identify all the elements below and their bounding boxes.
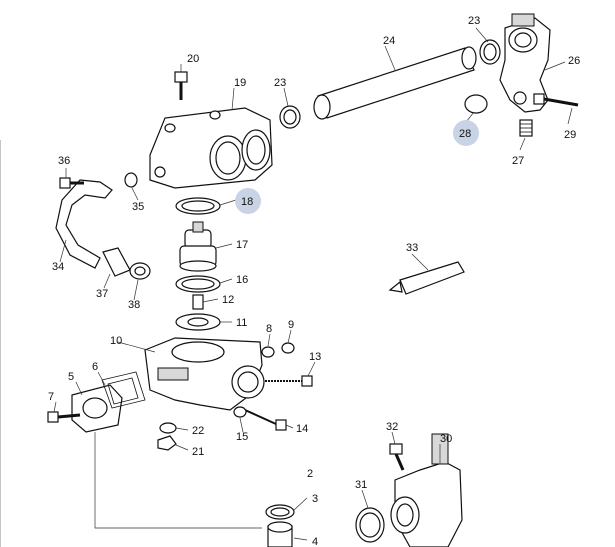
label-34[interactable]: 34 <box>52 261 64 273</box>
label-30[interactable]: 30 <box>440 433 452 445</box>
bolt-36 <box>59 177 84 189</box>
label-8[interactable]: 8 <box>266 323 272 335</box>
valve-12 <box>192 294 204 310</box>
label-31[interactable]: 31 <box>355 479 367 491</box>
label-4[interactable]: 4 <box>312 536 318 547</box>
nut-21 <box>157 435 177 451</box>
label-12[interactable]: 12 <box>222 294 234 306</box>
leader-lines <box>53 27 573 541</box>
hose-34 <box>55 179 113 269</box>
oring-28 <box>464 94 488 114</box>
label-14[interactable]: 14 <box>296 423 308 435</box>
label-19[interactable]: 19 <box>234 77 246 89</box>
label-28[interactable]: 28 <box>459 128 471 140</box>
oring-3 <box>265 504 295 520</box>
label-13[interactable]: 13 <box>309 351 321 363</box>
nut-9 <box>281 342 295 354</box>
highlight-28[interactable] <box>453 120 479 146</box>
oring-31 <box>355 507 385 543</box>
label-17[interactable]: 17 <box>236 239 248 251</box>
sealant-tube-33 <box>388 261 465 295</box>
bolt-29 <box>533 93 579 107</box>
bolt-14 <box>244 409 287 431</box>
label-29[interactable]: 29 <box>564 129 576 141</box>
label-36[interactable]: 36 <box>58 155 70 167</box>
highlight-18[interactable] <box>235 188 261 214</box>
washer-22 <box>159 422 177 434</box>
oring-23-mid <box>279 105 301 129</box>
label-23b[interactable]: 23 <box>468 15 480 27</box>
label-6[interactable]: 6 <box>92 361 98 373</box>
label-5[interactable]: 5 <box>68 371 74 383</box>
clip-35 <box>124 172 138 188</box>
pipe-24 <box>313 46 477 120</box>
label-33[interactable]: 33 <box>406 242 418 254</box>
label-24[interactable]: 24 <box>383 35 395 47</box>
label-18[interactable]: 18 <box>241 196 253 208</box>
label-16[interactable]: 16 <box>236 274 248 286</box>
label-35[interactable]: 35 <box>132 201 144 213</box>
thermostat-17 <box>179 221 217 272</box>
label-11[interactable]: 11 <box>236 317 247 329</box>
washer-15 <box>233 406 247 418</box>
bolt-20 <box>174 71 188 100</box>
clamp-38 <box>129 262 151 280</box>
lower-housing-10 <box>144 337 265 411</box>
thermostat-housing-19 <box>149 107 273 189</box>
bolt-32 <box>389 443 405 471</box>
label-27[interactable]: 27 <box>512 155 524 167</box>
pipe-4 <box>267 521 293 547</box>
plug-27 <box>519 119 533 137</box>
label-22[interactable]: 22 <box>192 425 204 437</box>
gasket-11 <box>175 313 221 331</box>
label-21[interactable]: 21 <box>192 446 204 458</box>
label-10[interactable]: 10 <box>110 335 122 347</box>
label-3[interactable]: 3 <box>312 493 318 505</box>
part-labels: 2 3 4 5 6 7 8 9 10 11 12 13 14 15 16 17 … <box>48 15 580 547</box>
bolt-13 <box>265 375 313 387</box>
seal-16 <box>175 275 221 293</box>
oring-23-top <box>479 39 501 65</box>
label-26[interactable]: 26 <box>568 55 580 67</box>
label-7[interactable]: 7 <box>48 391 54 403</box>
label-9[interactable]: 9 <box>288 319 294 331</box>
label-23a[interactable]: 23 <box>274 77 286 89</box>
gasket-6 <box>101 371 146 409</box>
label-15[interactable]: 15 <box>236 431 248 443</box>
pipe-bracket <box>499 13 551 113</box>
label-37[interactable]: 37 <box>96 288 108 300</box>
label-20[interactable]: 20 <box>187 53 199 65</box>
sleeve-37 <box>102 247 131 277</box>
label-32[interactable]: 32 <box>386 421 398 433</box>
label-2[interactable]: 2 <box>307 468 313 480</box>
washer-8 <box>261 346 275 358</box>
label-38[interactable]: 38 <box>128 299 140 311</box>
cover-5 <box>71 384 123 433</box>
bolt-7 <box>47 411 81 423</box>
seal-18 <box>175 197 221 215</box>
